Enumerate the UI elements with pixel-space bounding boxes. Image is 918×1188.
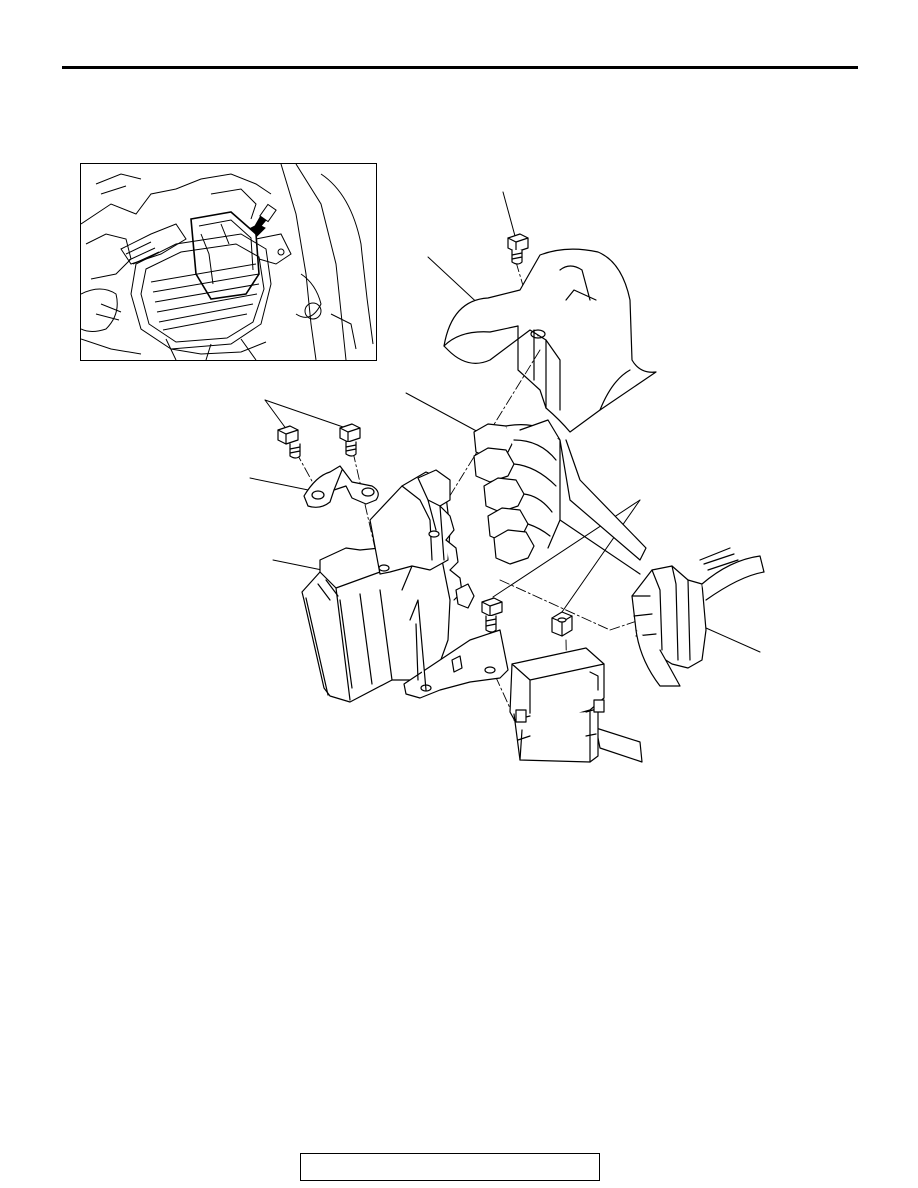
locator-arrow-icon <box>250 203 277 237</box>
relay-box <box>509 647 605 763</box>
footer-box <box>300 1153 600 1181</box>
control-unit <box>301 469 509 703</box>
exploded-view-illustration <box>249 191 765 763</box>
nut-icon <box>551 611 573 637</box>
bolt-icon <box>507 233 529 265</box>
bolt-icon <box>481 597 503 633</box>
engine-bay-drawing <box>81 164 374 360</box>
wiring-connectors <box>455 419 647 609</box>
harness-tail <box>595 727 643 763</box>
upper-cover <box>443 248 657 433</box>
bolt-icon <box>339 423 361 457</box>
side-connector <box>631 547 765 687</box>
locator-inset <box>80 163 377 361</box>
header-rule <box>62 66 858 69</box>
mounting-bracket <box>303 465 379 508</box>
bolt-icon <box>277 425 301 459</box>
